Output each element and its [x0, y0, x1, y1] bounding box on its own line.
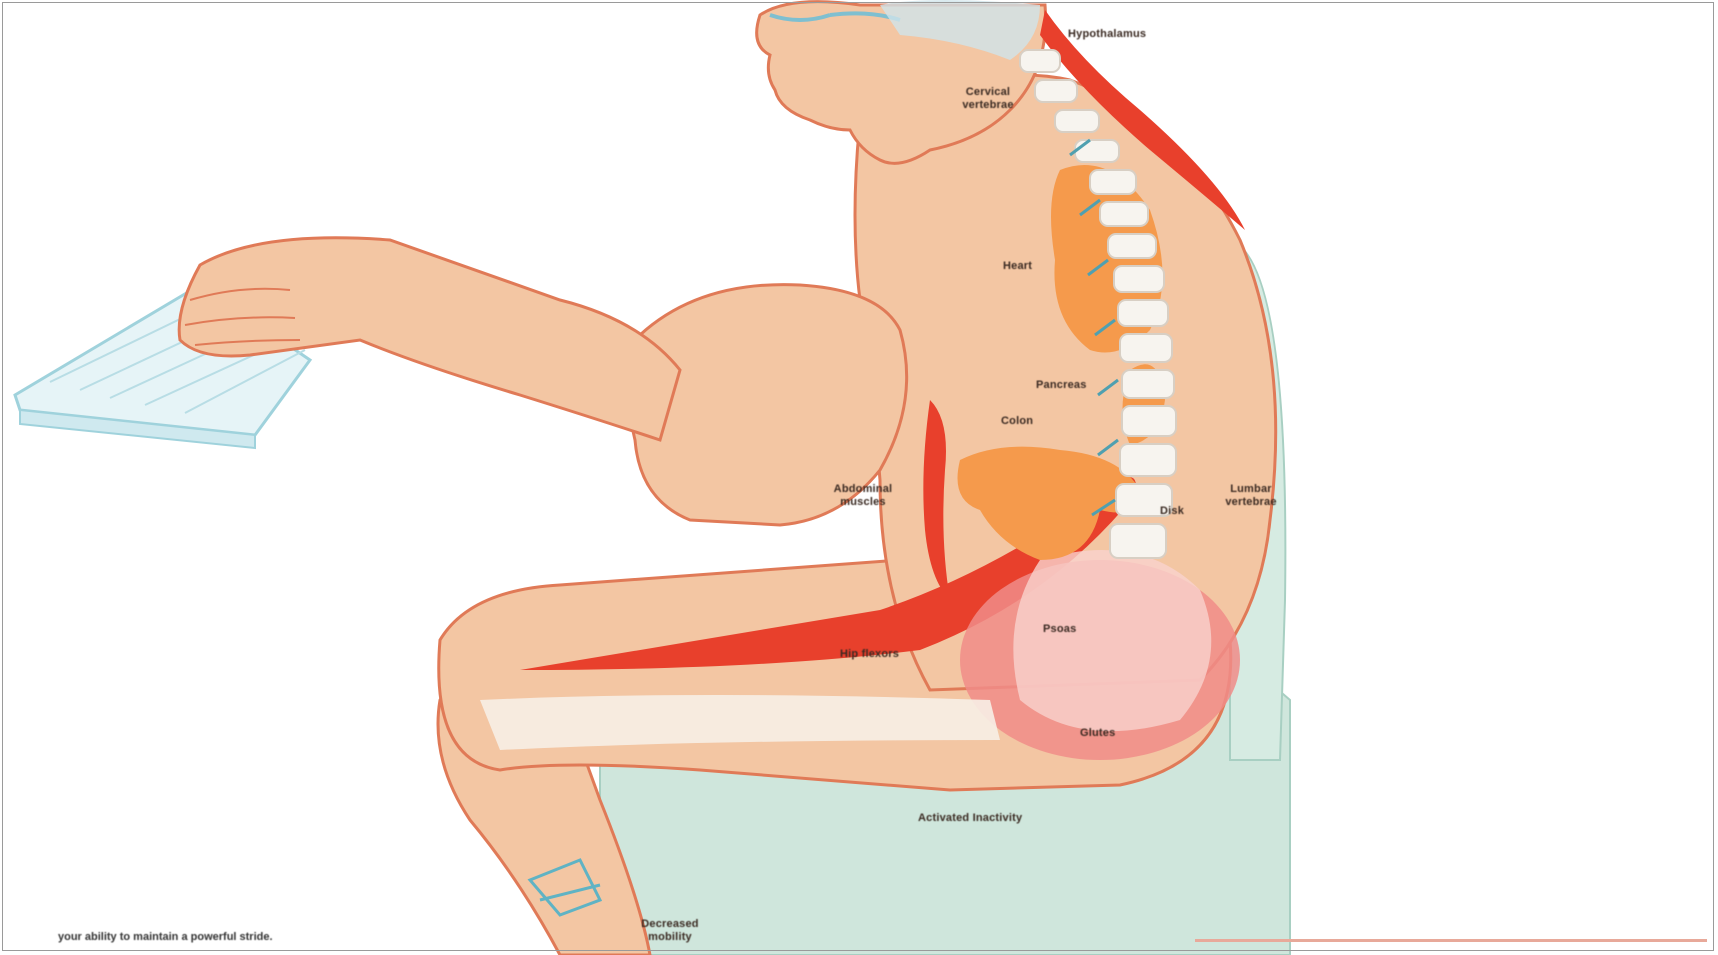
label-hypothalamus: Hypothalamus	[1068, 28, 1146, 41]
label-heart: Heart	[1003, 260, 1032, 273]
label-lumbar-vertebrae: Lumbar vertebrae	[1206, 483, 1296, 509]
caption-text: your ability to maintain a powerful stri…	[58, 931, 273, 943]
pelvis	[1013, 550, 1211, 731]
label-psoas: Psoas	[1043, 623, 1076, 636]
label-decreased-mobility: Decreased mobility	[635, 918, 705, 944]
label-hip-flexors: Hip flexors	[840, 648, 899, 661]
label-glutes: Glutes	[1080, 727, 1115, 740]
label-cervical-vertebrae: Cervical vertebrae	[948, 86, 1028, 112]
label-colon: Colon	[1001, 415, 1033, 428]
label-pancreas: Pancreas	[1036, 379, 1087, 392]
label-activated-inactivity: Activated Inactivity	[918, 812, 1022, 825]
label-disk: Disk	[1160, 505, 1184, 518]
label-abdominal-muscles: Abdominal muscles	[818, 483, 908, 509]
decorative-rule	[1195, 939, 1707, 942]
